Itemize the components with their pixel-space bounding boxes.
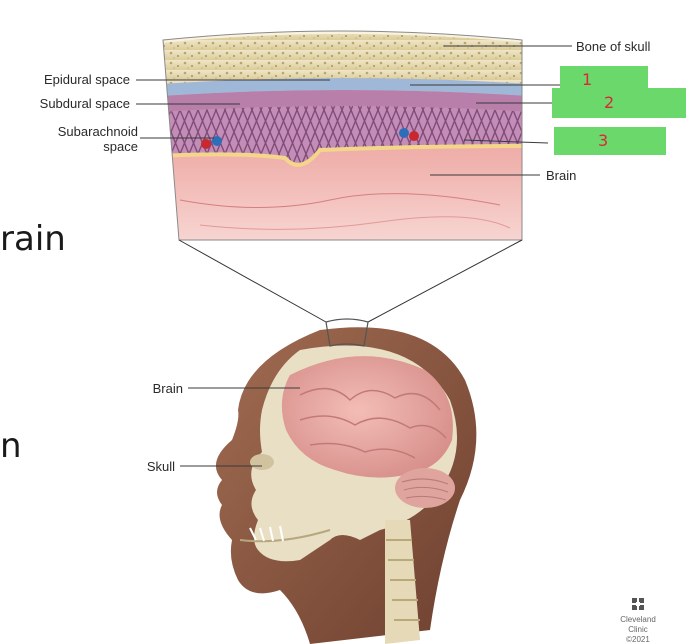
label-subarachnoid-line1: Subarachnoid xyxy=(58,124,138,139)
skull-bone-layer xyxy=(163,31,522,84)
sticky-note-1: 1 xyxy=(560,66,648,92)
cervical-spine xyxy=(385,520,420,644)
label-brain-inset: Brain xyxy=(546,168,576,183)
sticky-note-2: 2 xyxy=(552,88,686,118)
inset-frame xyxy=(162,30,523,241)
sticky-note-1-number: 1 xyxy=(582,70,592,89)
artery-icon xyxy=(409,131,419,141)
logo-line-1: Cleveland xyxy=(620,615,656,624)
slide-text-fragment-bottom: n xyxy=(0,426,22,466)
sticky-note-2-rect xyxy=(552,88,686,118)
subarachnoid-mesh xyxy=(163,106,522,165)
label-epidural-space: Epidural space xyxy=(44,72,130,87)
sticky-note-2-number: 2 xyxy=(604,93,614,112)
label-skull-head: Skull xyxy=(147,459,175,474)
head-illustration xyxy=(215,318,477,644)
label-brain-head: Brain xyxy=(153,381,183,396)
cerebrum xyxy=(281,356,453,478)
label-subarachnoid-line2: space xyxy=(103,139,138,154)
dura-mater-band xyxy=(163,78,522,96)
vein-icon xyxy=(399,128,409,138)
label-bone-of-skull: Bone of skull xyxy=(576,39,651,54)
logo-line-3: ©2021 xyxy=(626,635,650,644)
projection-line-right xyxy=(367,239,523,323)
sticky-note-1-rect xyxy=(560,66,648,92)
leader-right-3 xyxy=(463,139,549,144)
label-subdural-space: Subdural space xyxy=(40,96,130,111)
eye-socket xyxy=(250,454,274,470)
projection-line-left xyxy=(178,239,327,323)
cleveland-clinic-logo-icon xyxy=(632,598,644,610)
sticky-note-3-rect xyxy=(554,127,666,155)
cerebellum xyxy=(395,468,455,508)
sticky-note-3: 3 xyxy=(554,127,666,155)
cleveland-clinic-logo: Cleveland Clinic ©2021 xyxy=(620,598,656,644)
vein-icon xyxy=(212,136,222,146)
arachnoid-membrane xyxy=(163,90,522,112)
sticky-note-3-number: 3 xyxy=(598,131,608,150)
slide-text-fragment-top: rain xyxy=(0,219,66,259)
artery-icon xyxy=(201,139,211,149)
pia-mater-line xyxy=(163,144,522,167)
zoom-region-marker xyxy=(325,318,369,347)
logo-line-2: Clinic xyxy=(628,625,648,634)
